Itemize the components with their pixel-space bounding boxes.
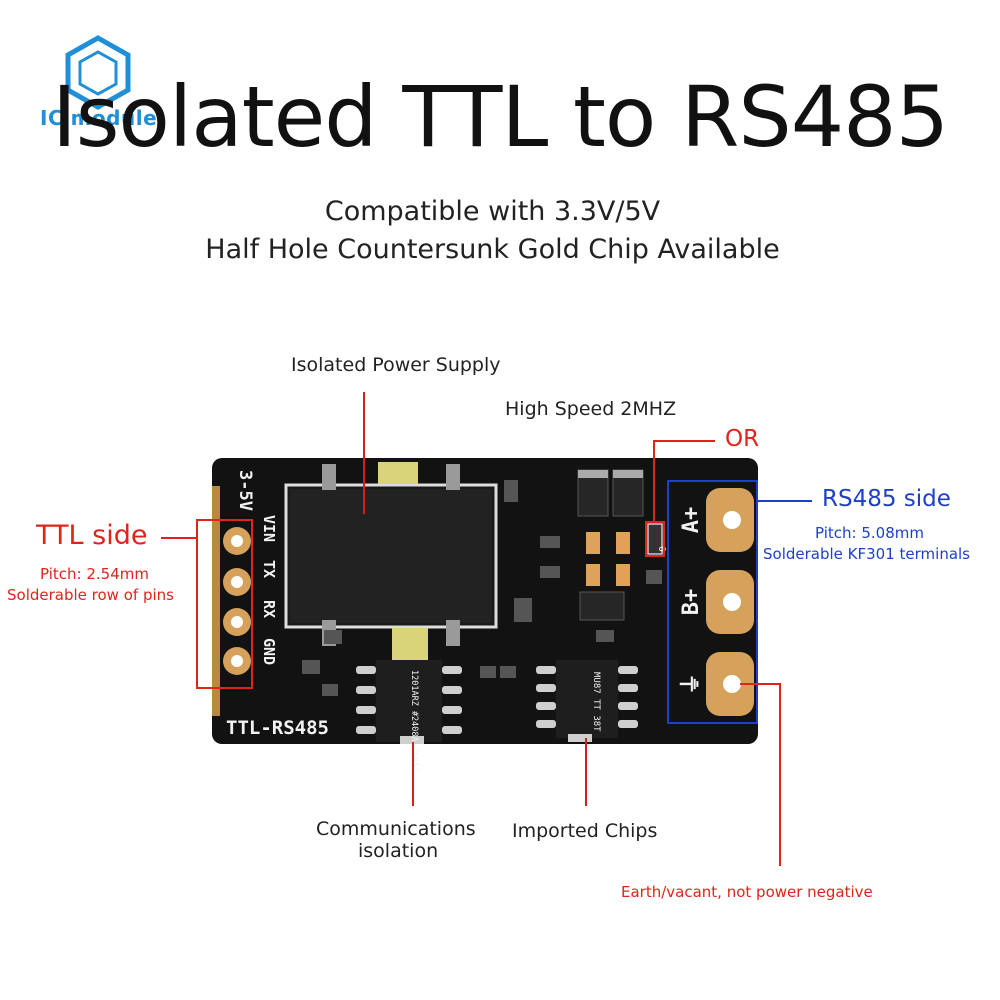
- silk-b-plus: B+: [679, 589, 704, 616]
- silk-voltage: 3-5V: [235, 470, 255, 511]
- label-rs485-terminals: Solderable KF301 terminals: [763, 545, 970, 563]
- label-ttl-side: TTL side: [36, 520, 148, 551]
- diodes: [577, 469, 644, 621]
- label-imported-chips: Imported Chips: [512, 820, 658, 842]
- silk-ground-symbol: ⏚: [679, 673, 704, 695]
- or-resistor: [647, 523, 663, 555]
- label-high-speed: High Speed 2MHZ: [505, 398, 677, 420]
- label-earth: Earth/vacant, not power negative: [621, 883, 873, 901]
- label-rs485-side: RS485 side: [822, 486, 951, 512]
- subtitle-half-hole: Half Hole Countersunk Gold Chip Availabl…: [205, 234, 780, 265]
- label-rs485-pitch: Pitch: 5.08mm: [815, 524, 924, 542]
- label-ttl-pitch: Pitch: 2.54mm: [40, 565, 149, 583]
- logo-text: IC module: [40, 106, 158, 130]
- label-comm-isolation-line2: isolation: [358, 840, 439, 862]
- silk-gnd: GND: [260, 638, 278, 665]
- rs485-pads: [706, 488, 754, 716]
- logo-hex-icon: [65, 35, 131, 110]
- isolation-chip: [356, 660, 462, 744]
- transceiver-chip: [536, 660, 638, 742]
- callout-lines: [161, 392, 812, 866]
- subtitle-compatibility: Compatible with 3.3V/5V: [324, 196, 661, 227]
- silk-board-name: TTL-RS485: [226, 717, 329, 739]
- silk-resistor: 0: [656, 546, 667, 552]
- pcb-left-edge: [212, 486, 220, 716]
- page-title: Isolated TTL to RS485: [51, 68, 949, 166]
- silk-vin: VIN: [260, 515, 278, 542]
- silk-rx: RX: [260, 600, 278, 618]
- label-isolated-power: Isolated Power Supply: [291, 354, 501, 376]
- capacitors: [586, 532, 630, 586]
- silk-tx: TX: [260, 560, 278, 578]
- silk-chip-right: MU87 TT 38T: [591, 672, 601, 732]
- label-or: OR: [725, 426, 760, 452]
- label-ttl-pins: Solderable row of pins: [7, 586, 174, 604]
- silk-chip-left: 1201ARZ #2408A 25853: [409, 670, 419, 772]
- silk-a-plus: A+: [679, 507, 704, 534]
- ttl-pads: [223, 527, 251, 675]
- label-comm-isolation-line1: Communications: [316, 818, 476, 840]
